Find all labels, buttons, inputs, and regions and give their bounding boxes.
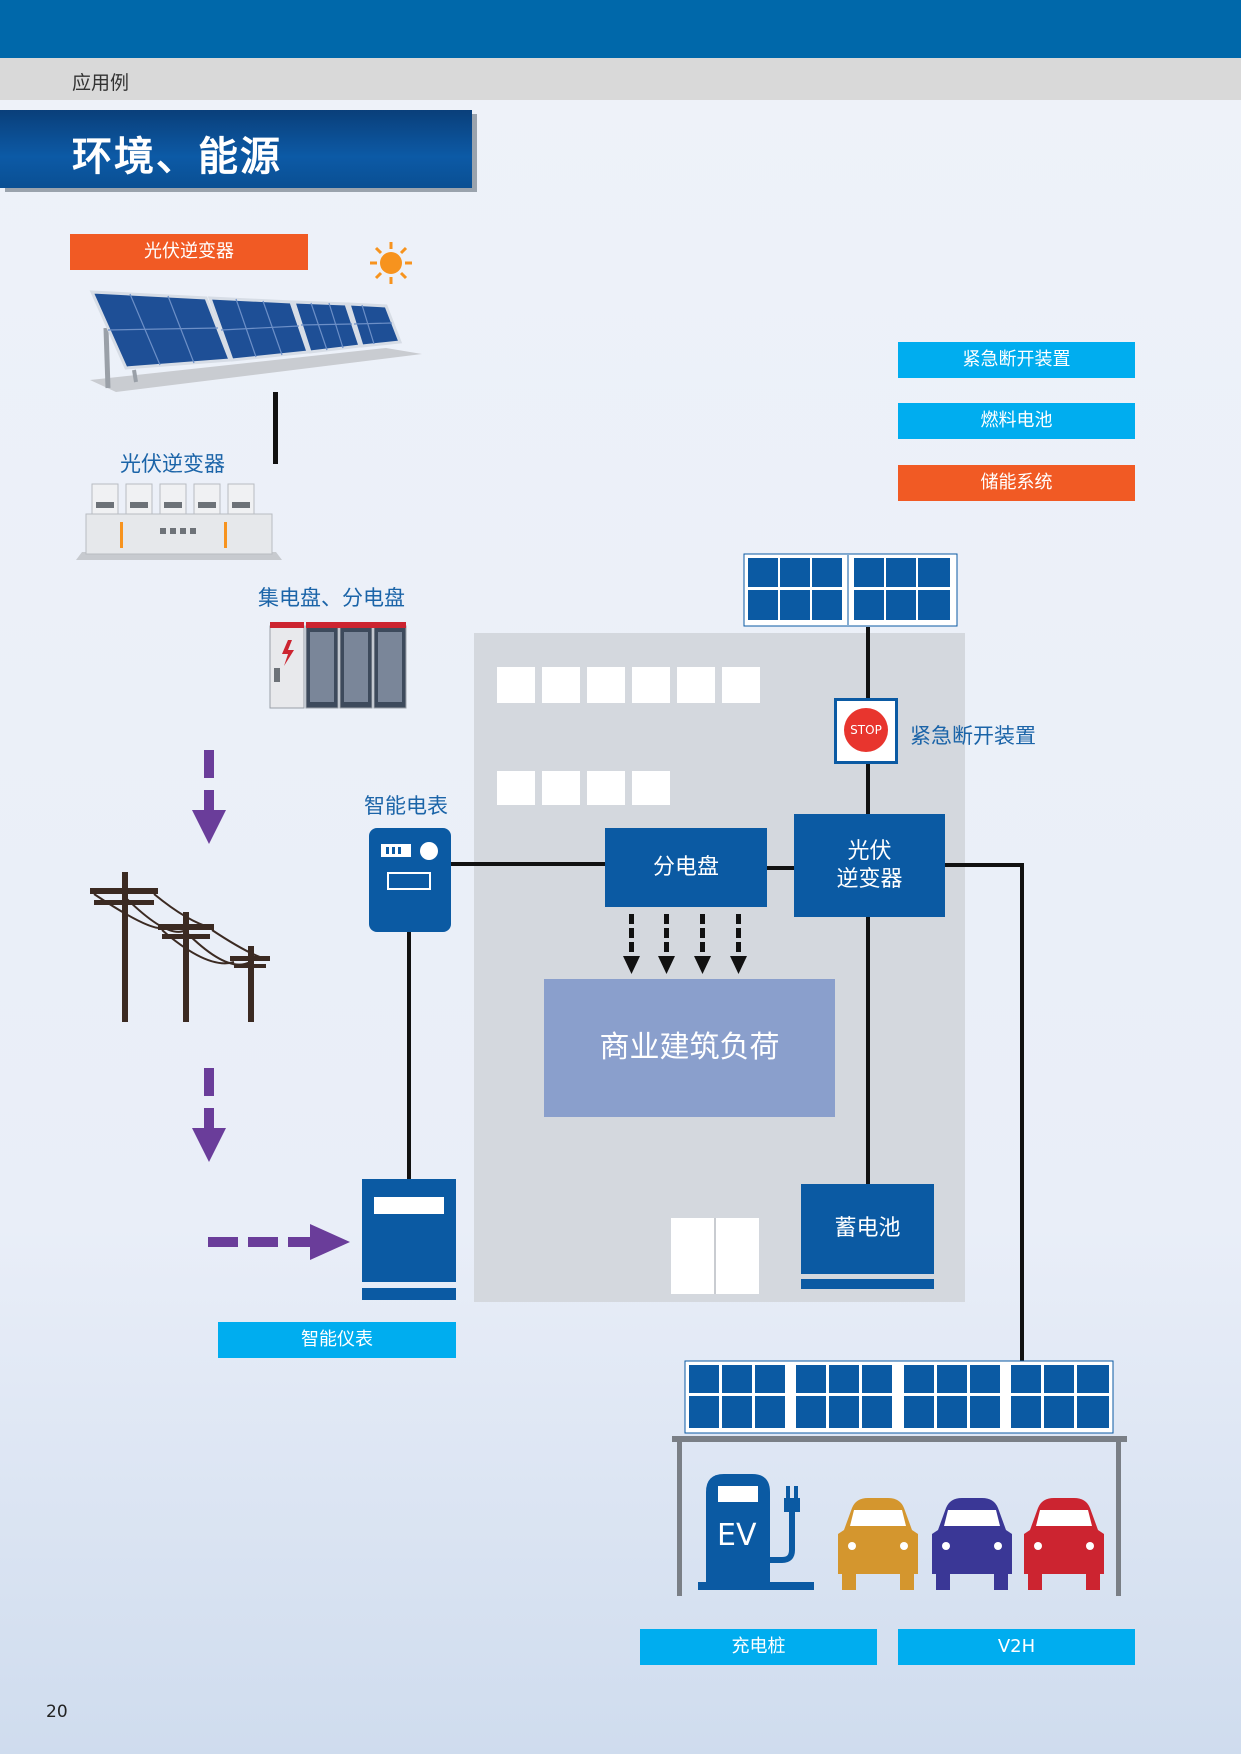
smart-meter-cabinet <box>362 1179 456 1282</box>
meter-window <box>387 872 431 890</box>
commercial-load-box: 商业建筑负荷 <box>544 979 835 1117</box>
window <box>497 771 535 805</box>
tag-v2h: V2H <box>898 1629 1135 1665</box>
switchboards-label: 集电盘、分电盘 <box>258 586 405 610</box>
smart-meter-cabinet-base <box>362 1288 456 1300</box>
car-orange-icon <box>838 1498 918 1590</box>
stop-sign-icon: STOP <box>844 708 888 752</box>
battery-box: 蓄电池 <box>801 1184 934 1274</box>
rooftop-solar-panel <box>743 553 958 627</box>
wire <box>866 916 870 1184</box>
car-red-icon <box>1024 1498 1104 1590</box>
ev-text: EV <box>717 1518 757 1553</box>
inverter-bank-illustration <box>76 483 282 560</box>
tag-emergency-disconnect: 紧急断开装置 <box>898 342 1135 378</box>
flow-arrow-down-2 <box>192 1068 226 1162</box>
solar-array-illustration <box>89 290 422 392</box>
tag-pv-inverter: 光伏逆变器 <box>70 234 308 270</box>
carport-post <box>1116 1442 1121 1596</box>
window <box>497 667 535 703</box>
power-flow-arrows <box>623 914 747 974</box>
emergency-disconnect-switch: STOP <box>834 698 898 764</box>
top-bar <box>0 0 1241 58</box>
window <box>632 771 670 805</box>
sun-icon <box>370 242 412 284</box>
page-number: 20 <box>46 1702 68 1722</box>
window <box>587 667 625 703</box>
emergency-disconnect-label: 紧急断开装置 <box>910 724 1036 748</box>
smart-electric-meter-label: 智能电表 <box>364 794 448 818</box>
tag-smart-meter: 智能仪表 <box>218 1322 456 1358</box>
wire <box>866 764 870 814</box>
tag-fuel-cell: 燃料电池 <box>898 403 1135 439</box>
wire <box>447 862 605 866</box>
distribution-board: 分电盘 <box>605 828 767 907</box>
car-blue-icon <box>932 1498 1012 1590</box>
switchboard-cabinets-illustration <box>269 622 407 709</box>
flow-arrow-right <box>208 1224 350 1260</box>
meter-indicator-icon <box>420 842 438 860</box>
wire <box>407 932 411 1180</box>
window <box>677 667 715 703</box>
carport-solar-roof <box>684 1360 1114 1434</box>
wire <box>766 866 795 870</box>
pv-inverter-box-line2: 逆变器 <box>836 867 903 892</box>
meter-display <box>381 844 411 857</box>
cabinet-display <box>374 1197 444 1214</box>
smart-electric-meter <box>369 828 451 932</box>
wire <box>1020 863 1024 1361</box>
window <box>587 771 625 805</box>
connector-line <box>273 392 278 464</box>
ev-charger-icon <box>698 1474 814 1590</box>
tag-charging-pile: 充电桩 <box>640 1629 877 1665</box>
window <box>542 771 580 805</box>
carport-beam <box>672 1436 1127 1442</box>
wire <box>944 863 1024 867</box>
breadcrumb: 应用例 <box>72 72 130 94</box>
breadcrumb-bar: 应用例 <box>0 58 1241 100</box>
window <box>542 667 580 703</box>
building-door <box>671 1218 759 1294</box>
pv-inverter-label: 光伏逆变器 <box>120 452 225 476</box>
tag-energy-storage: 储能系统 <box>898 465 1135 501</box>
window <box>722 667 760 703</box>
window <box>632 667 670 703</box>
battery-base <box>801 1279 934 1289</box>
section-title-bar: 环境、能源 <box>0 110 472 188</box>
carport-post <box>677 1442 682 1596</box>
page-title: 环境、能源 <box>72 134 282 180</box>
pv-inverter-box-line1: 光伏 <box>847 839 892 864</box>
flow-arrow-down-1 <box>192 750 226 844</box>
wire <box>866 627 870 699</box>
pv-inverter-box: 光伏 逆变器 <box>794 814 945 917</box>
utility-poles-illustration <box>90 872 270 1022</box>
